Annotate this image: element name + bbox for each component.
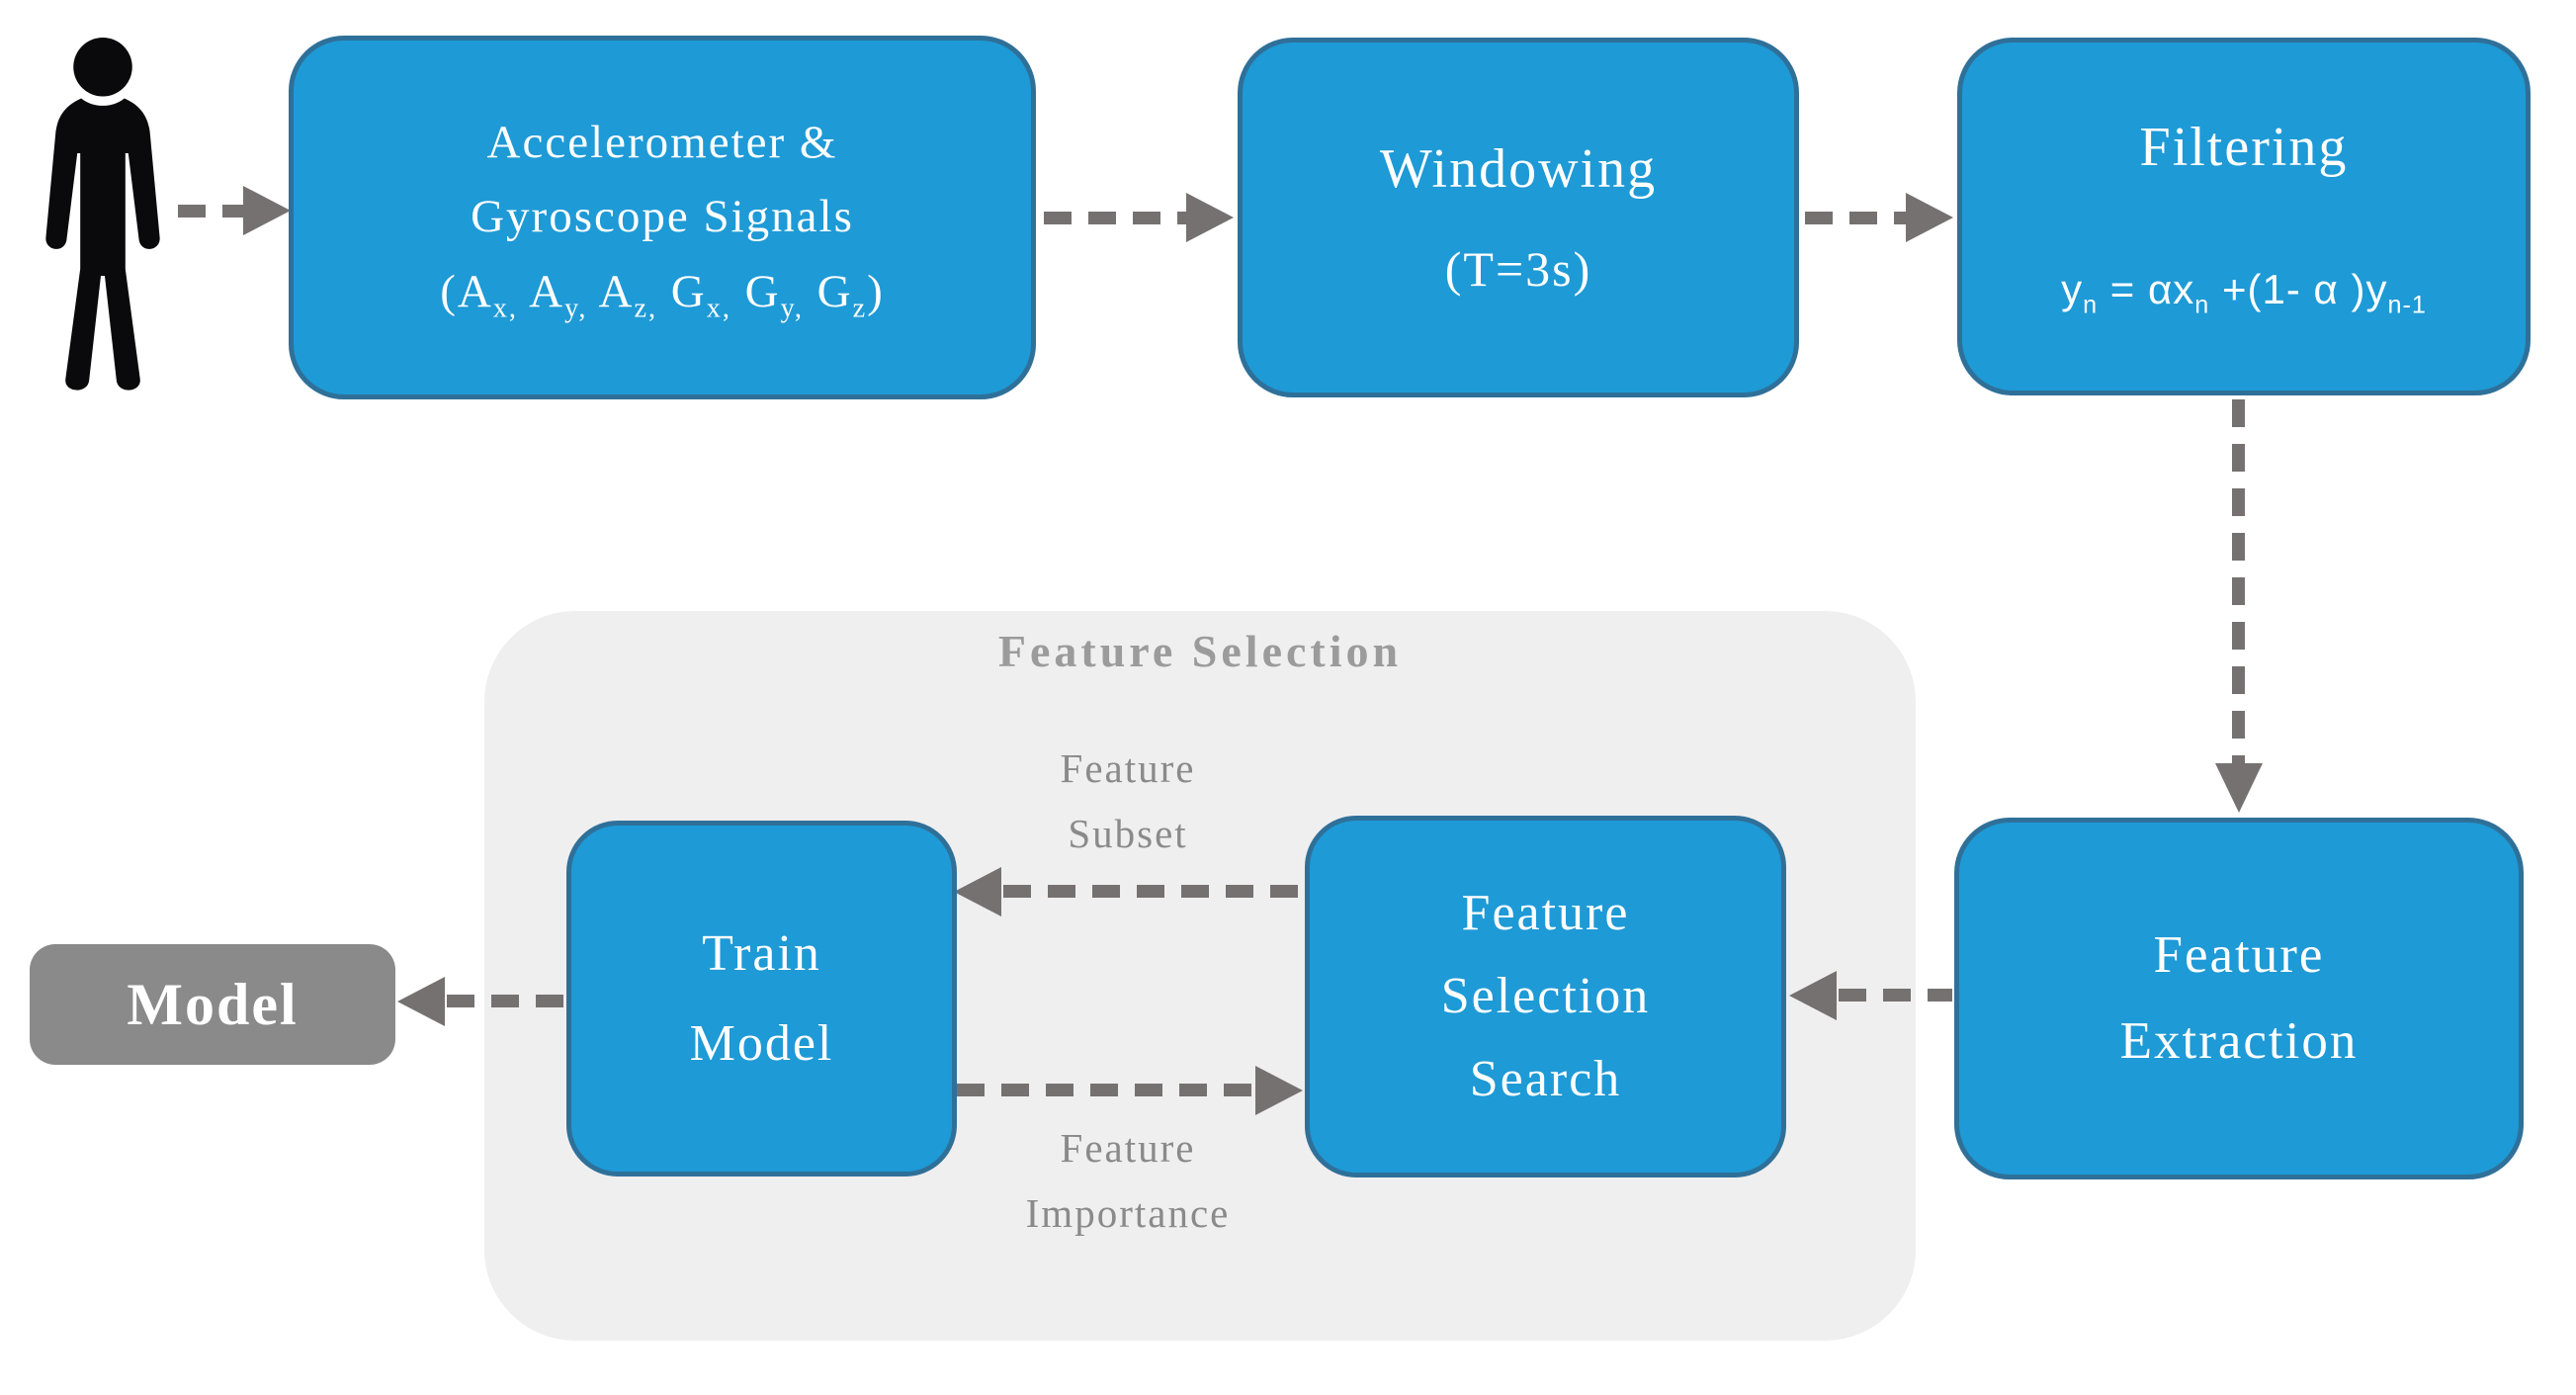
arrowhead-down-icon bbox=[2215, 763, 2263, 813]
arrowhead-right-icon bbox=[1906, 193, 1953, 242]
signals-line1: Accelerometer & bbox=[486, 117, 838, 169]
arrow-shaft bbox=[2232, 399, 2245, 763]
arrow-shaft bbox=[1044, 212, 1186, 224]
box-model: Model bbox=[30, 944, 395, 1065]
arrowhead-right-icon bbox=[1255, 1066, 1303, 1115]
arrowhead-left-icon bbox=[397, 977, 445, 1026]
model-label: Model bbox=[127, 971, 299, 1037]
fss-line3: Search bbox=[1469, 1051, 1622, 1108]
feature-extraction-line1: Feature bbox=[2153, 926, 2325, 985]
feature-subset-label: Feature Subset bbox=[1060, 745, 1196, 857]
signals-line3: (Ax, Ay, Az, Gx, Gy, Gz) bbox=[440, 265, 885, 323]
arrow-shaft bbox=[1003, 885, 1303, 898]
arrow-shaft bbox=[1805, 212, 1906, 224]
person-icon bbox=[45, 37, 160, 391]
train-model-line1: Train bbox=[702, 925, 821, 982]
feature-selection-group-title: Feature Selection bbox=[997, 626, 1403, 676]
feature-extraction-line2: Extraction bbox=[2119, 1012, 2359, 1070]
signals-line2: Gyroscope Signals bbox=[471, 191, 854, 243]
box-feature-extraction: Feature Extraction bbox=[1954, 818, 2524, 1179]
train-model-line2: Model bbox=[689, 1015, 834, 1072]
box-train-model: Train Model bbox=[566, 821, 957, 1177]
arrow-shaft bbox=[178, 205, 243, 218]
box-sensor-signals: Accelerometer & Gyroscope Signals (Ax, A… bbox=[289, 36, 1036, 399]
fss-line2: Selection bbox=[1440, 967, 1651, 1024]
arrowhead-left-icon bbox=[1789, 971, 1837, 1020]
arrowhead-right-icon bbox=[1186, 193, 1234, 242]
arrow-shaft bbox=[1839, 989, 1952, 1002]
windowing-subtitle: (T=3s) bbox=[1444, 241, 1592, 297]
fss-line1: Feature bbox=[1461, 884, 1630, 941]
arrowhead-left-icon bbox=[954, 867, 1001, 916]
filtering-title: Filtering bbox=[2139, 117, 2349, 178]
box-filtering: Filtering yn = αxn +(1- α )yn-1 bbox=[1957, 38, 2531, 395]
feature-importance-label: Feature Importance bbox=[1025, 1125, 1231, 1237]
windowing-title: Windowing bbox=[1379, 138, 1658, 200]
box-feature-selection-search: Feature Selection Search bbox=[1305, 816, 1786, 1177]
arrow-shaft bbox=[957, 1084, 1255, 1096]
arrow-shaft bbox=[447, 995, 566, 1007]
box-windowing: Windowing (T=3s) bbox=[1238, 38, 1799, 397]
arrowhead-right-icon bbox=[243, 186, 291, 235]
filtering-formula: yn = αxn +(1- α )yn-1 bbox=[2061, 266, 2427, 319]
